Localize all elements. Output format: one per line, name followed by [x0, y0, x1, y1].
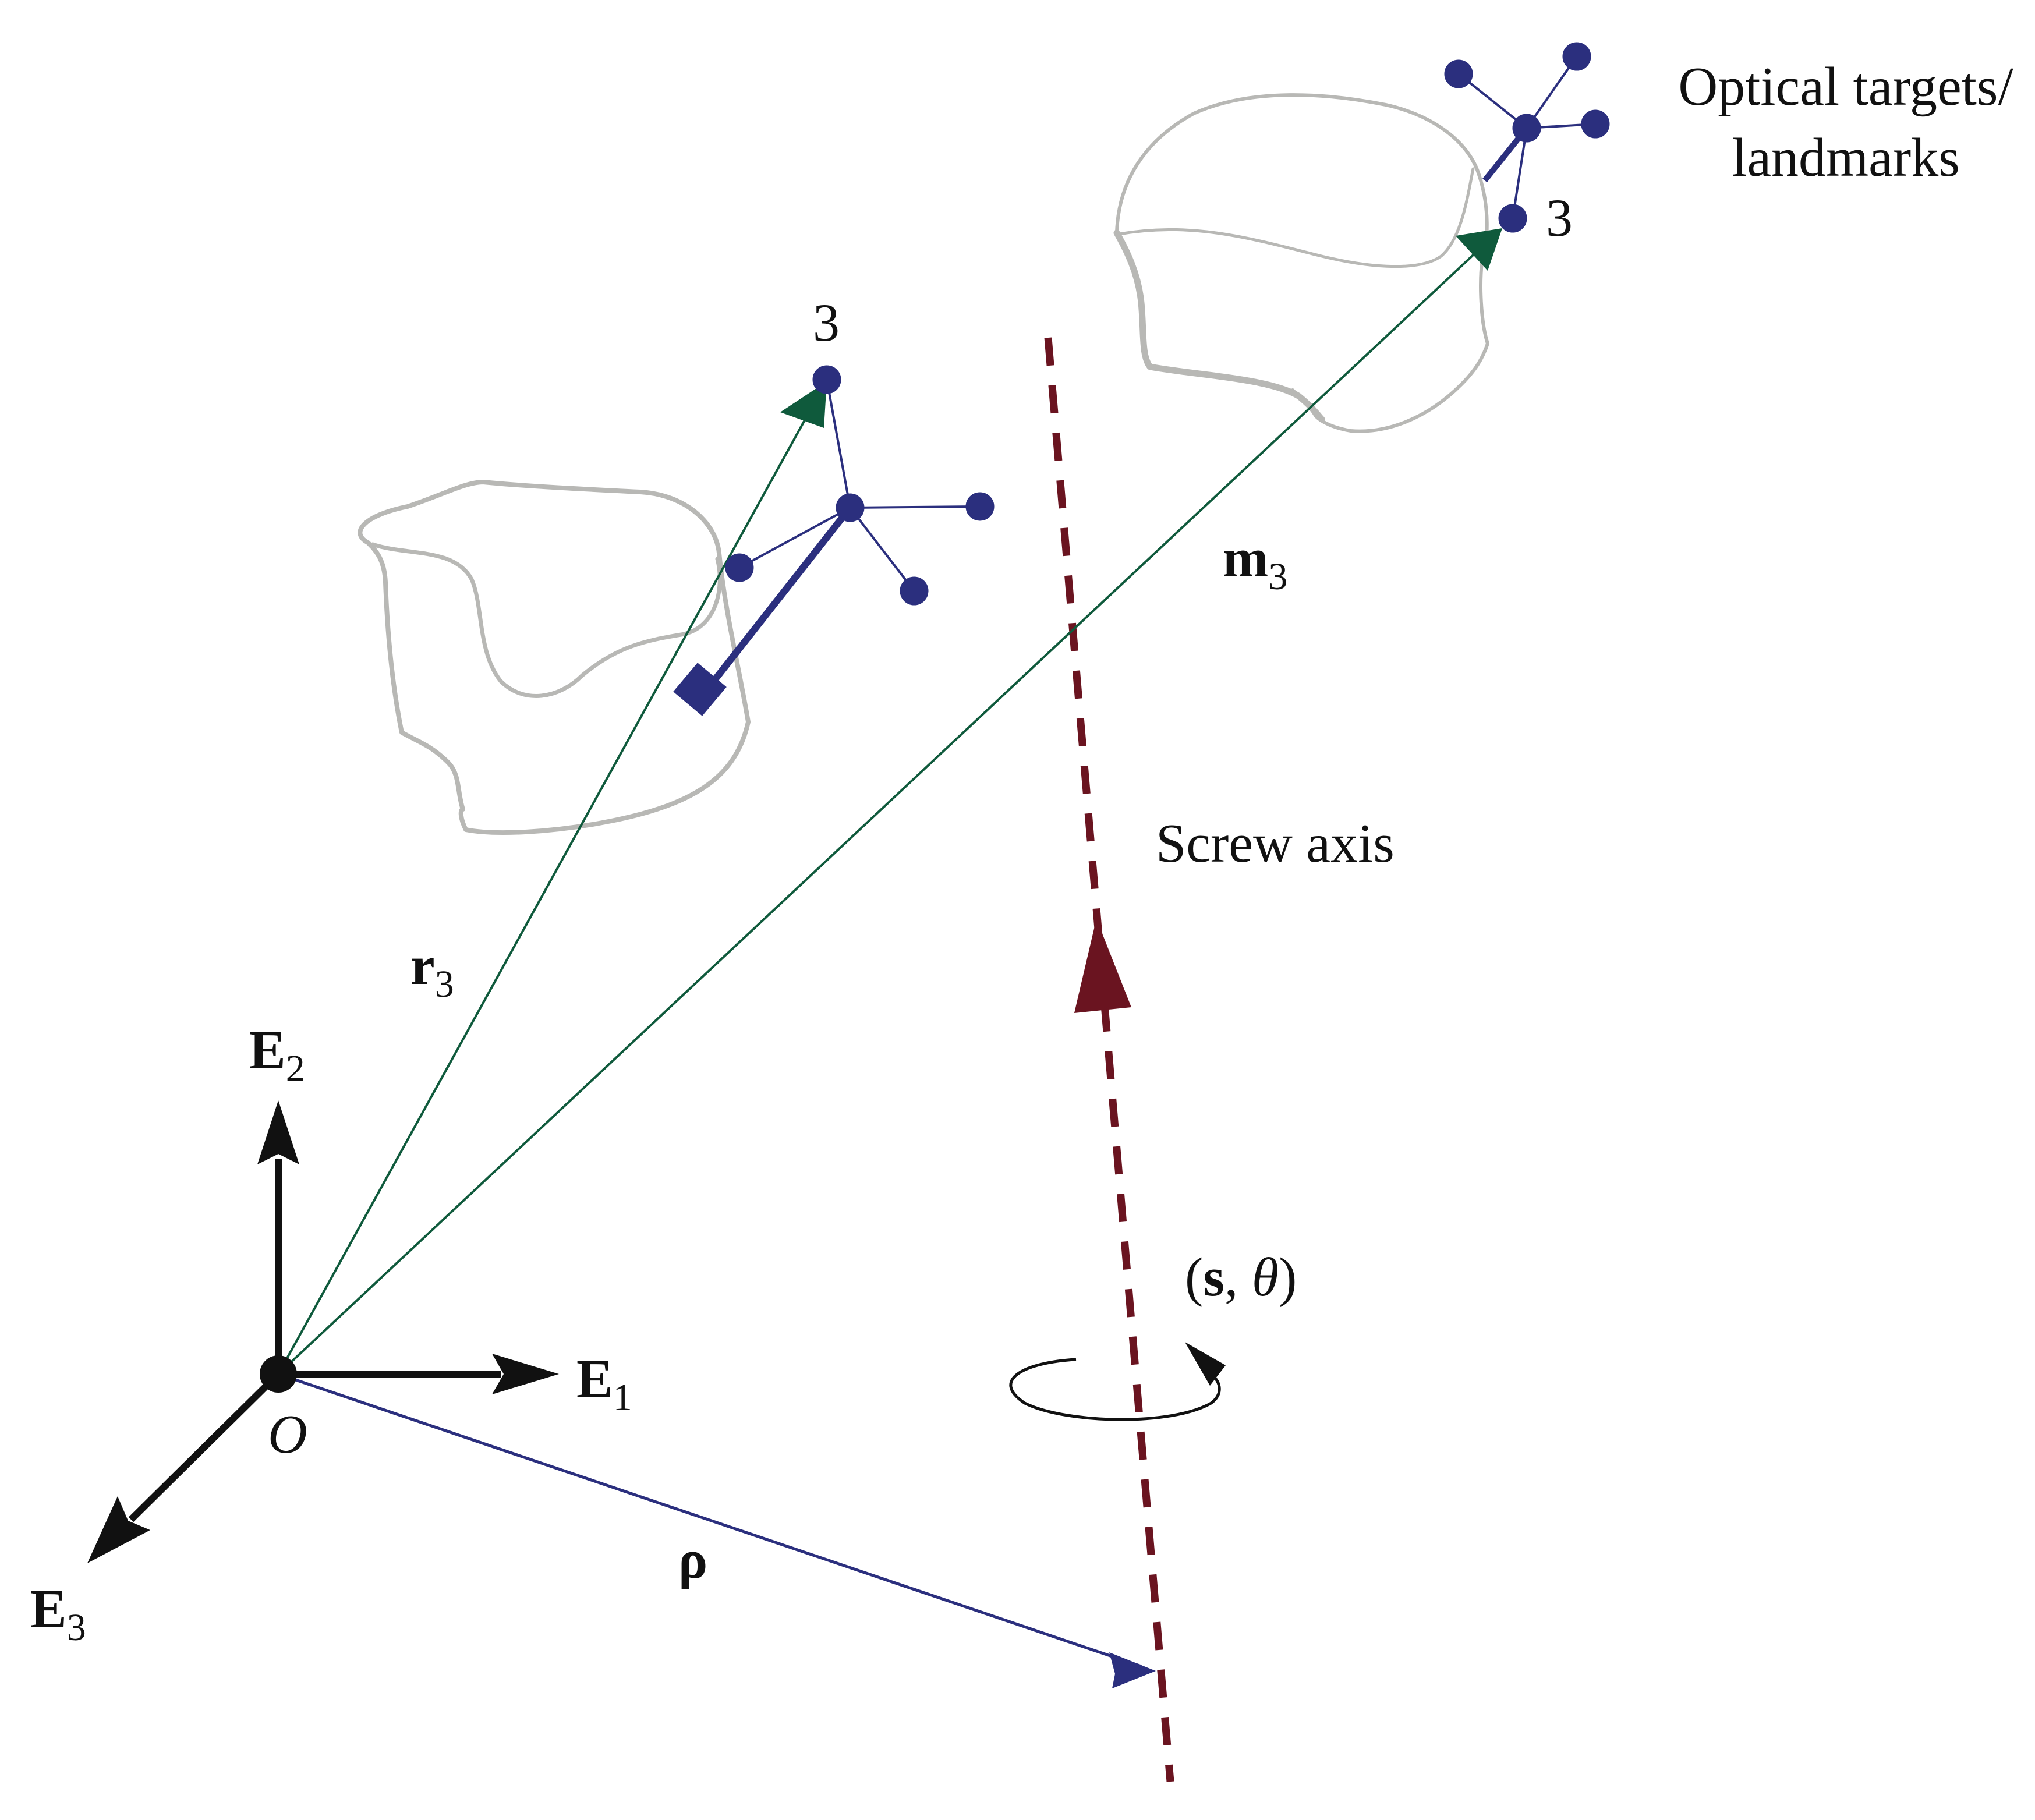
- axis-e2-arrowhead: [257, 1100, 299, 1164]
- label-optical-targets-line2: landmarks: [1732, 128, 1960, 188]
- marker-right-dot-topright: [1562, 42, 1591, 71]
- screw-axis: [1044, 337, 1174, 1782]
- label-origin: O: [268, 1404, 307, 1465]
- marker-cluster-right: [1444, 42, 1610, 233]
- label-landmark-3-right: 3: [1546, 188, 1573, 247]
- label-r3-sub: 3: [435, 963, 454, 1005]
- label-e3: E3: [30, 1579, 86, 1649]
- axis-e1-arrowhead: [492, 1354, 559, 1394]
- marker-left-hub: [836, 493, 865, 522]
- rotation-arrow-loop: [1009, 1358, 1221, 1421]
- label-landmark-3-left: 3: [813, 293, 840, 352]
- screw-axis-line: [1044, 337, 1174, 1782]
- vector-r3: [277, 395, 819, 1375]
- bone-left-outline: [358, 480, 751, 835]
- label-optical-targets-line1: Optical targets/: [1678, 56, 2013, 117]
- marker-right-landmark-3: [1498, 204, 1527, 233]
- bone-left-ridge: [370, 542, 722, 698]
- label-e3-base: E: [30, 1579, 67, 1640]
- marker-left-dot-right: [965, 492, 995, 521]
- marker-left-arm-top: [826, 379, 851, 508]
- marker-left-dot-lower: [900, 576, 929, 606]
- label-screw-close-paren: ): [1279, 1247, 1297, 1308]
- label-e3-sub: 3: [67, 1606, 86, 1649]
- label-screw-comma: ,: [1224, 1247, 1238, 1308]
- label-e1: E1: [576, 1349, 632, 1419]
- bone-right-base: [1113, 229, 1325, 423]
- bone-right-outline: [1115, 93, 1489, 433]
- label-m3: m3: [1223, 528, 1287, 598]
- bone-right-ridge: [1117, 167, 1475, 268]
- label-e2-base: E: [249, 1020, 286, 1081]
- label-r3-base: r: [410, 936, 435, 996]
- marker-right-dot-topleft: [1444, 59, 1473, 88]
- origin-point: [260, 1355, 297, 1393]
- marker-left-arm-left: [739, 507, 851, 569]
- rotation-arrow: [1009, 1342, 1226, 1421]
- label-e1-sub: 1: [613, 1376, 632, 1419]
- vector-rho: [278, 1372, 1142, 1668]
- marker-left-dot-left: [725, 553, 754, 582]
- axis-e3-arrowhead: [87, 1496, 150, 1563]
- vector-m3: [277, 238, 1492, 1375]
- marker-right-hub: [1512, 114, 1541, 143]
- label-screw-open-paren: (: [1185, 1247, 1203, 1308]
- label-rho: ρ: [678, 1529, 707, 1590]
- vector-rho-arrowhead: [1109, 1652, 1156, 1688]
- screw-axis-arrowhead: [1074, 919, 1131, 1013]
- label-r3: r3: [410, 936, 454, 1005]
- label-screw-space: [1238, 1247, 1252, 1308]
- axis-e3-line: [128, 1371, 281, 1522]
- coordinate-frame: [87, 1100, 559, 1563]
- marker-left-arm-lower: [849, 507, 915, 592]
- bone-left: [358, 480, 751, 835]
- label-screw-theta: θ: [1252, 1247, 1279, 1308]
- label-e2-sub: 2: [286, 1047, 305, 1090]
- label-screw-s: s: [1203, 1247, 1224, 1308]
- marker-cluster-left: [673, 365, 995, 716]
- marker-right-arm-topright: [1526, 55, 1578, 129]
- label-e1-base: E: [576, 1349, 613, 1410]
- vector-r3-arrowhead: [780, 381, 827, 428]
- label-screw-axis: Screw axis: [1156, 813, 1395, 874]
- marker-left-base: [673, 663, 727, 716]
- marker-left-landmark-3: [812, 365, 841, 394]
- marker-right-arm-topleft: [1457, 73, 1528, 129]
- rotation-arrow-head: [1185, 1342, 1226, 1386]
- marker-right-arm-bottom: [1512, 128, 1528, 219]
- label-screw-params: (s, θ): [1185, 1247, 1297, 1308]
- marker-left-stem: [702, 505, 853, 695]
- label-m3-sub: 3: [1268, 555, 1287, 598]
- vector-m3-arrowhead: [1456, 228, 1502, 271]
- marker-left-arm-right: [850, 505, 981, 509]
- label-e2: E2: [249, 1020, 305, 1090]
- label-m3-base: m: [1223, 528, 1268, 589]
- bone-right: [1113, 93, 1489, 433]
- marker-right-dot-right: [1581, 109, 1610, 139]
